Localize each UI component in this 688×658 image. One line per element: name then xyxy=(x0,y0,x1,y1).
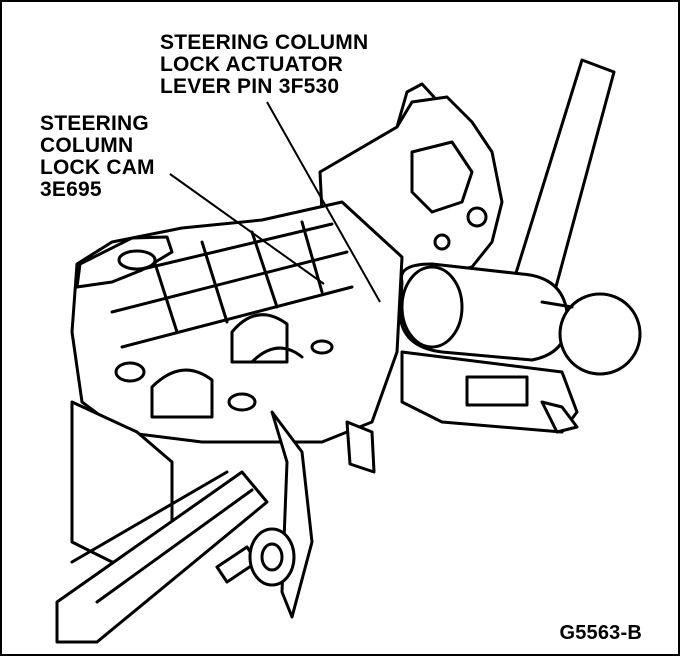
callout-lever-pin-line-3: LEVER PIN 3F530 xyxy=(160,75,340,98)
callout-lock-cam-line-3: LOCK CAM xyxy=(40,156,155,179)
callout-lock-cam-line-4: 3E695 xyxy=(40,178,102,201)
callout-lever-pin-line-2: LOCK ACTUATOR xyxy=(160,53,344,76)
lock-knob xyxy=(558,292,642,376)
leader-line-lock-cam xyxy=(169,173,325,285)
housing-bolt xyxy=(114,361,146,383)
leader-line-lever-pin xyxy=(266,101,381,303)
callout-lever-pin: STEERING COLUMN LOCK ACTUATOR LEVER PIN … xyxy=(160,32,368,98)
callout-lock-cam: STEERING COLUMN LOCK CAM 3E695 xyxy=(40,113,155,201)
callout-lever-pin-line-1: STEERING COLUMN xyxy=(160,31,369,54)
callout-lock-cam-line-2: COLUMN xyxy=(40,134,134,157)
figure-id: G5563-B xyxy=(559,622,642,644)
actuator-plate xyxy=(270,410,314,619)
callout-lock-cam-line-1: STEERING xyxy=(40,112,149,135)
